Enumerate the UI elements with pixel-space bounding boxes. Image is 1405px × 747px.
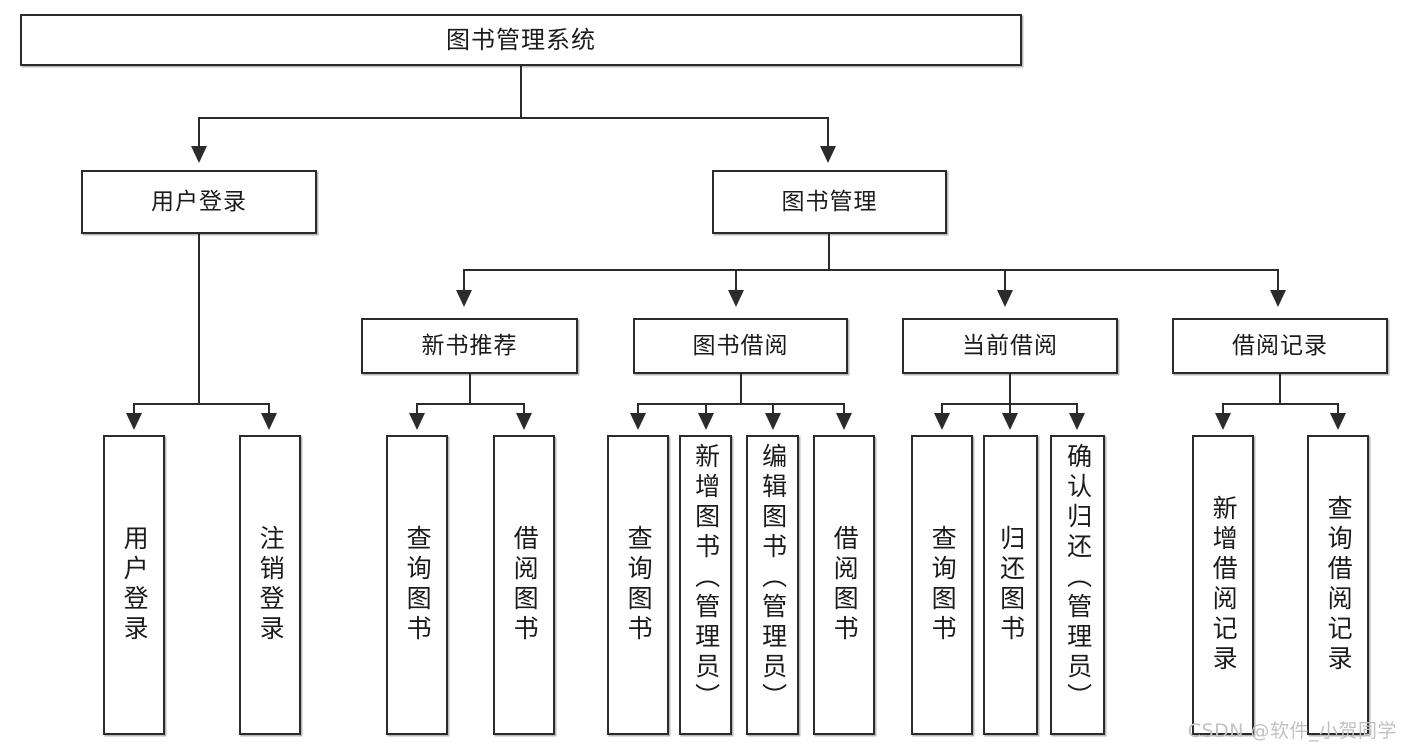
connector-user-login-bus — [133, 403, 270, 405]
leaf-label: 注销登录 — [256, 525, 286, 645]
leaf-add-book[interactable]: 新增图书（管理员） — [679, 435, 732, 735]
leaf-label: 归还图书 — [996, 525, 1026, 645]
node-book-borrow[interactable]: 图书借阅 — [633, 318, 848, 374]
connector-user-login-stem — [198, 234, 200, 404]
connector-nbr-drop-1 — [416, 403, 418, 414]
arrow-to-leaf-borrow-book-1 — [516, 413, 532, 430]
connector-nbr-drop-2 — [523, 403, 525, 414]
connector-user-login-drop-1 — [133, 403, 135, 414]
connector-bm-drop-2 — [735, 269, 737, 291]
connector-bb-drop-2 — [705, 403, 707, 414]
connector-nbr-bus — [416, 403, 525, 405]
leaf-label: 用户登录 — [120, 525, 150, 645]
connector-br-stem — [1279, 374, 1281, 404]
leaf-label: 新增图书（管理员） — [691, 443, 721, 713]
arrow-to-leaf-user-login — [126, 413, 142, 430]
connector-bm-drop-1 — [463, 269, 465, 291]
arrow-to-leaf-return-book — [1002, 413, 1018, 430]
leaf-label: 查询图书 — [928, 525, 958, 645]
leaf-label: 借阅图书 — [510, 525, 540, 645]
connector-br-drop-1 — [1222, 403, 1224, 414]
arrow-to-leaf-add-borrow-record — [1215, 413, 1231, 430]
arrow-to-user-login — [191, 146, 207, 163]
connector-bb-stem — [740, 374, 742, 404]
node-user-login[interactable]: 用户登录 — [81, 170, 317, 234]
arrow-to-borrow-record — [1270, 290, 1286, 307]
leaf-query-book-3[interactable]: 查询图书 — [911, 435, 973, 735]
arrow-to-leaf-query-book-1 — [409, 413, 425, 430]
connector-root-drop-left — [198, 117, 200, 147]
node-label: 图书借阅 — [692, 332, 789, 359]
connector-bb-bus — [637, 403, 845, 405]
leaf-user-login[interactable]: 用户登录 — [103, 435, 165, 735]
connector-cb-stem — [1009, 374, 1011, 404]
leaf-label: 新增借阅记录 — [1209, 495, 1239, 675]
connector-bm-drop-4 — [1277, 269, 1279, 291]
leaf-borrow-book-1[interactable]: 借阅图书 — [493, 435, 555, 735]
connector-book-management-stem — [828, 234, 830, 270]
leaf-label: 查询借阅记录 — [1324, 495, 1354, 675]
node-label: 图书管理 — [781, 188, 878, 215]
node-new-book-recommend[interactable]: 新书推荐 — [361, 318, 578, 374]
node-label: 新书推荐 — [421, 332, 518, 359]
connector-root-drop-right — [827, 117, 829, 147]
leaf-label: 确认归还（管理员） — [1063, 443, 1093, 713]
leaf-query-book-2[interactable]: 查询图书 — [607, 435, 669, 735]
arrow-to-leaf-borrow-book-2 — [836, 413, 852, 430]
arrow-to-new-book-recommend — [456, 290, 472, 307]
leaf-add-borrow-record[interactable]: 新增借阅记录 — [1192, 435, 1254, 735]
arrow-to-leaf-add-book — [698, 413, 714, 430]
connector-br-bus — [1222, 403, 1339, 405]
connector-br-drop-2 — [1337, 403, 1339, 414]
arrow-to-current-borrow — [997, 290, 1013, 307]
connector-book-management-bus — [463, 269, 1279, 271]
connector-bb-drop-1 — [637, 403, 639, 414]
leaf-query-borrow-record[interactable]: 查询借阅记录 — [1307, 435, 1369, 735]
node-current-borrow[interactable]: 当前借阅 — [902, 318, 1118, 374]
node-label: 当前借阅 — [962, 332, 1058, 359]
node-label: 用户登录 — [151, 188, 247, 215]
connector-bb-drop-4 — [843, 403, 845, 414]
node-root-system[interactable]: 图书管理系统 — [20, 14, 1022, 66]
arrow-to-book-management — [820, 146, 836, 163]
leaf-borrow-book-2[interactable]: 借阅图书 — [813, 435, 875, 735]
connector-cb-drop-2 — [1009, 403, 1011, 414]
leaf-label: 借阅图书 — [830, 525, 860, 645]
arrow-to-book-borrow — [728, 290, 744, 307]
leaf-confirm-return[interactable]: 确认归还（管理员） — [1050, 435, 1105, 735]
arrow-to-leaf-query-borrow-record — [1330, 413, 1346, 430]
leaf-query-book-1[interactable]: 查询图书 — [386, 435, 448, 735]
connector-cb-drop-3 — [1076, 403, 1078, 414]
connector-root-stem — [520, 66, 522, 118]
connector-nbr-stem — [469, 374, 471, 404]
leaf-edit-book[interactable]: 编辑图书（管理员） — [746, 435, 799, 735]
leaf-label: 查询图书 — [624, 525, 654, 645]
node-label: 图书管理系统 — [446, 26, 596, 54]
arrow-to-leaf-query-book-2 — [630, 413, 646, 430]
leaf-return-book[interactable]: 归还图书 — [983, 435, 1038, 735]
arrow-to-leaf-confirm-return — [1069, 413, 1085, 430]
connector-cb-drop-1 — [941, 403, 943, 414]
leaf-logout-login[interactable]: 注销登录 — [239, 435, 301, 735]
leaf-label: 编辑图书（管理员） — [758, 443, 788, 713]
node-label: 借阅记录 — [1232, 332, 1328, 359]
connector-bb-drop-3 — [772, 403, 774, 414]
connector-root-bus — [198, 117, 828, 119]
arrow-to-leaf-query-book-3 — [934, 413, 950, 430]
arrow-to-leaf-logout-login — [261, 413, 277, 430]
node-borrow-record[interactable]: 借阅记录 — [1172, 318, 1388, 374]
connector-bm-drop-3 — [1004, 269, 1006, 291]
arrow-to-leaf-edit-book — [765, 413, 781, 430]
connector-user-login-drop-2 — [268, 403, 270, 414]
leaf-label: 查询图书 — [403, 525, 433, 645]
node-book-management[interactable]: 图书管理 — [712, 170, 947, 234]
